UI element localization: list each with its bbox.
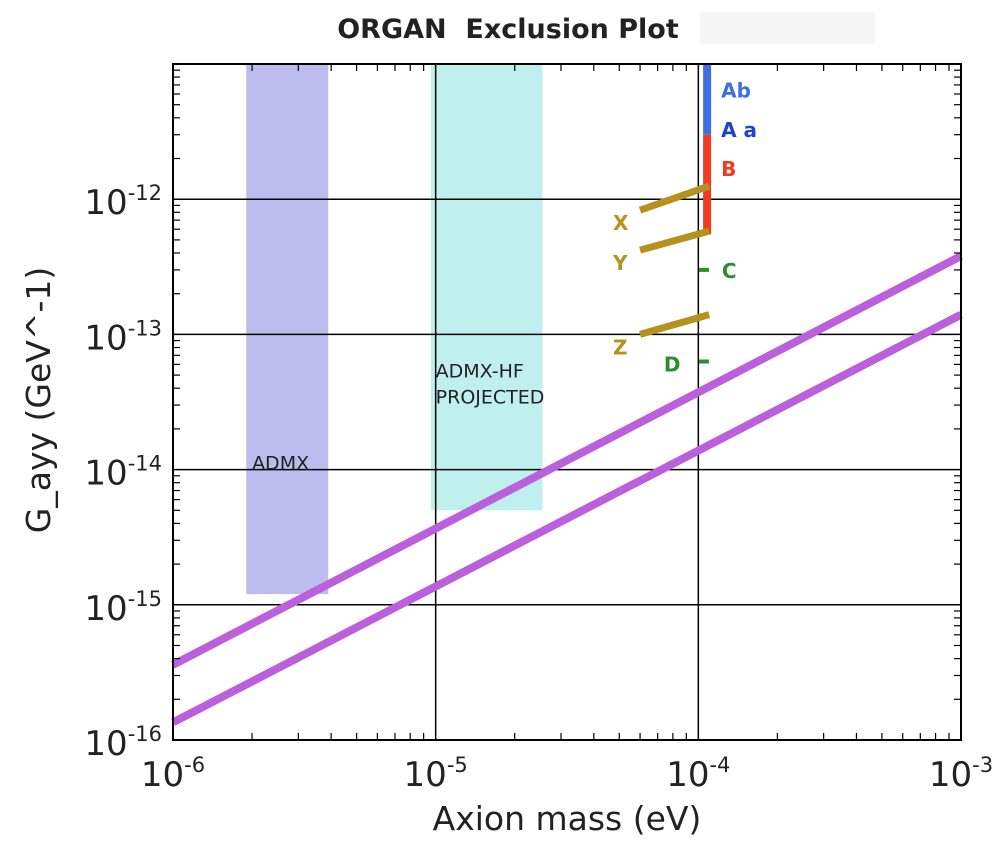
segment-label-Z: Z	[613, 335, 628, 359]
y-tick-label-base: 10	[84, 724, 127, 764]
segment-label-X: X	[613, 211, 629, 235]
region-1	[431, 64, 543, 511]
plot-frame	[172, 63, 962, 741]
segment-label-Y: Y	[612, 251, 628, 275]
exclusion-regions	[246, 64, 543, 595]
x-axis-title: Axion mass (eV)	[433, 799, 702, 838]
coupling-line-0	[171, 252, 963, 669]
region-label-0: ADMX	[252, 453, 309, 475]
region-label-line: PROJECTED	[436, 386, 545, 408]
y-tick-label: 10-14	[84, 452, 162, 494]
point-label-D: D	[664, 353, 681, 377]
y-axis-title: G_ayy (GeV^-1)	[19, 267, 58, 534]
grid-lines	[173, 64, 961, 740]
x-tick-label-exp: -5	[447, 753, 468, 777]
region-0	[246, 64, 329, 595]
x-tick-label-exp: -6	[184, 753, 205, 777]
segment-X	[638, 182, 711, 214]
coupling-line-1	[171, 311, 963, 726]
x-tick-label-base: 10	[404, 755, 447, 795]
y-tick-label-base: 10	[84, 589, 127, 629]
y-tick-label-exp: -16	[128, 722, 162, 746]
y-tick-label-exp: -15	[128, 587, 162, 611]
x-tick-label-exp: -4	[709, 753, 730, 777]
y-tick-label-base: 10	[84, 183, 127, 223]
y-tick-label: 10-12	[84, 181, 162, 223]
x-tick-label-base: 10	[929, 755, 972, 795]
data-points	[698, 267, 709, 364]
segment-Y	[639, 227, 711, 254]
x-tick-label: 10-6	[141, 753, 205, 795]
projected-segments	[638, 182, 711, 338]
chart-title: ORGAN Exclusion Plot	[337, 14, 679, 45]
bar-label-2: B	[721, 157, 736, 181]
region-label-line: ADMX	[252, 453, 309, 475]
coupling-lines	[171, 252, 963, 726]
y-tick-label: 10-15	[84, 587, 162, 629]
x-tick-label: 10-3	[929, 753, 993, 795]
x-tick-label-exp: -3	[972, 753, 993, 777]
region-label-1: ADMX-HF PROJECTED	[436, 360, 545, 408]
y-tick-label-base: 10	[84, 318, 127, 358]
bar-label-0: Ab	[721, 78, 751, 102]
y-tick-label-base: 10	[84, 454, 127, 494]
bar-label-1: A a	[721, 118, 757, 142]
point-label-C: C	[722, 259, 737, 283]
y-tick-label-exp: -13	[128, 316, 162, 340]
y-tick-label: 10-16	[84, 722, 162, 764]
x-tick-label: 10-4	[666, 753, 730, 795]
title-box	[700, 12, 875, 44]
x-tick-label-base: 10	[666, 755, 709, 795]
x-tick-label-base: 10	[141, 755, 184, 795]
y-tick-label-exp: -14	[128, 452, 162, 476]
y-tick-label-exp: -12	[128, 181, 162, 205]
point-labels: ADMX ADMX-HF PROJECTED Ab A a B XY Z C D	[252, 78, 757, 474]
segment-Z	[639, 311, 711, 338]
x-tick-label: 10-5	[404, 753, 468, 795]
region-label-line: ADMX-HF	[436, 360, 524, 382]
y-tick-label: 10-13	[84, 316, 162, 358]
